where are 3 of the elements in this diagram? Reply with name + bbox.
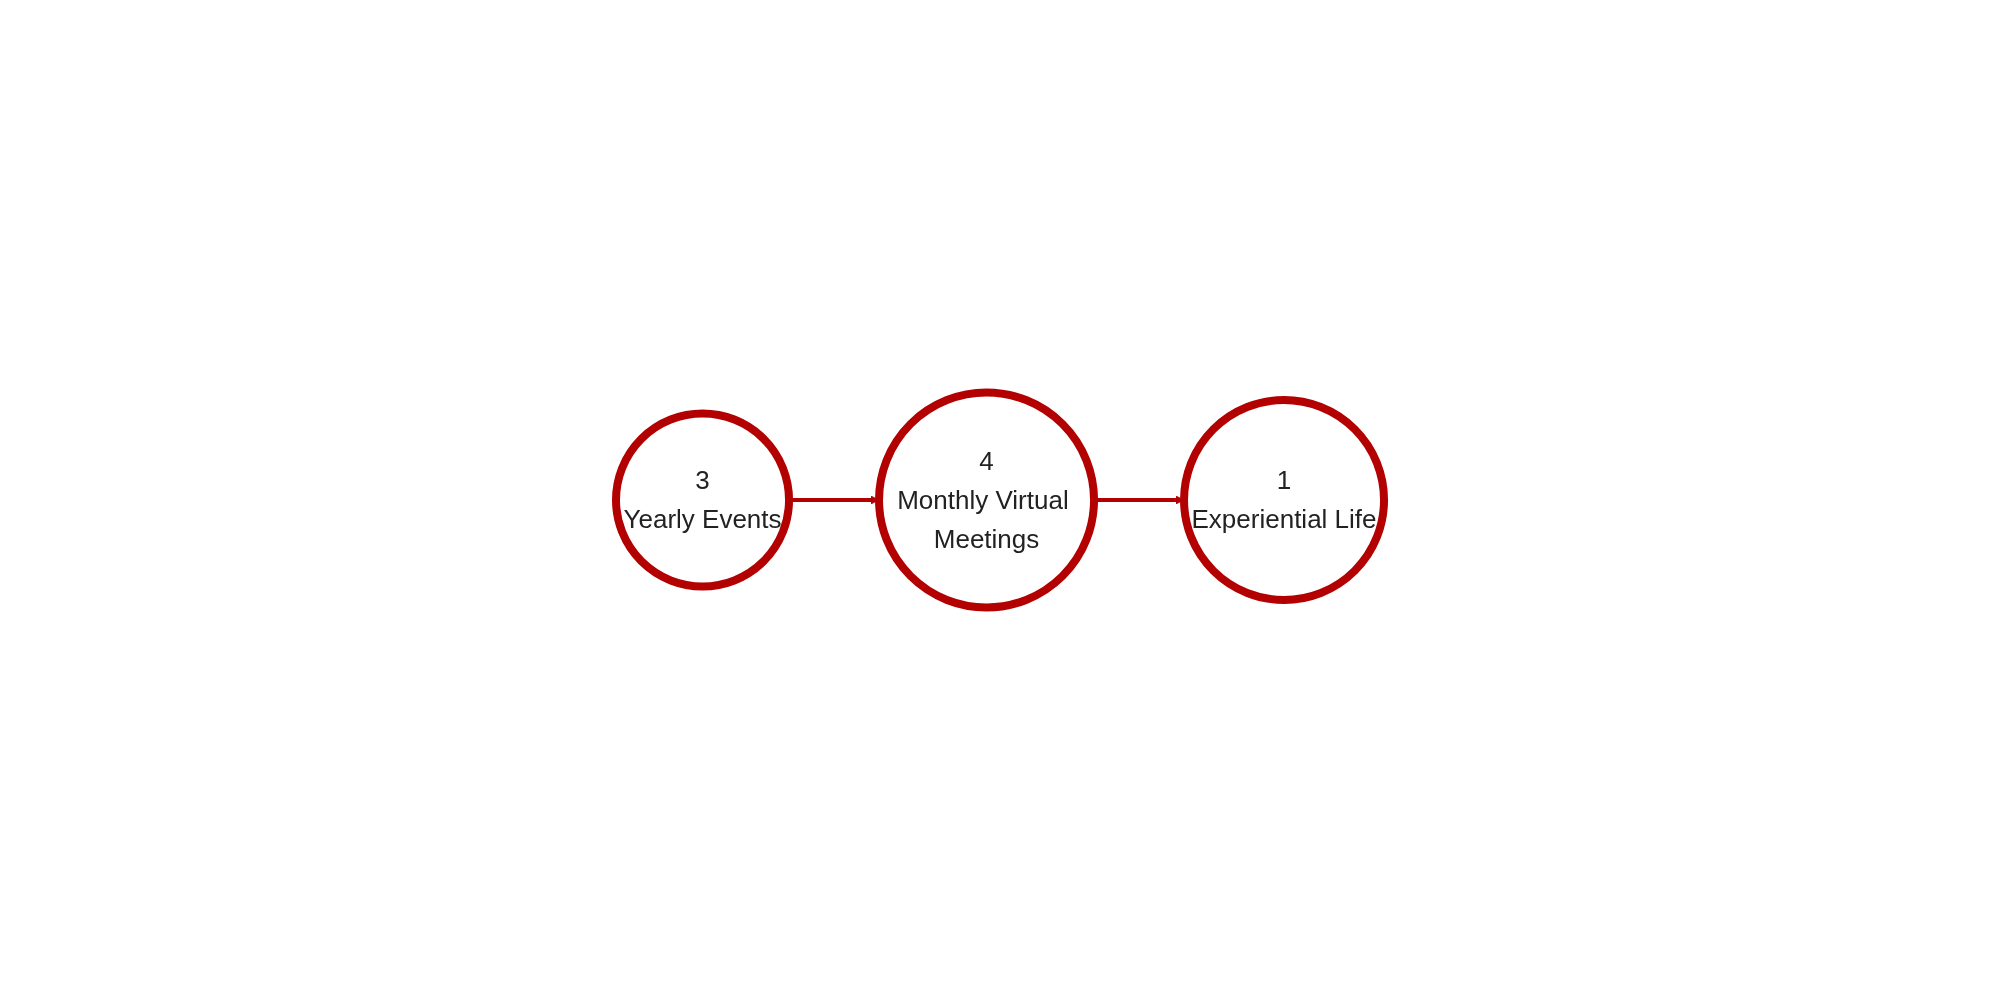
node-circle: 4 Monthly Virtual Meetings [875,388,1098,612]
node-circle: 3 Yearly Events [612,409,793,591]
node-circle: 1 Experiential Life [1180,396,1388,604]
